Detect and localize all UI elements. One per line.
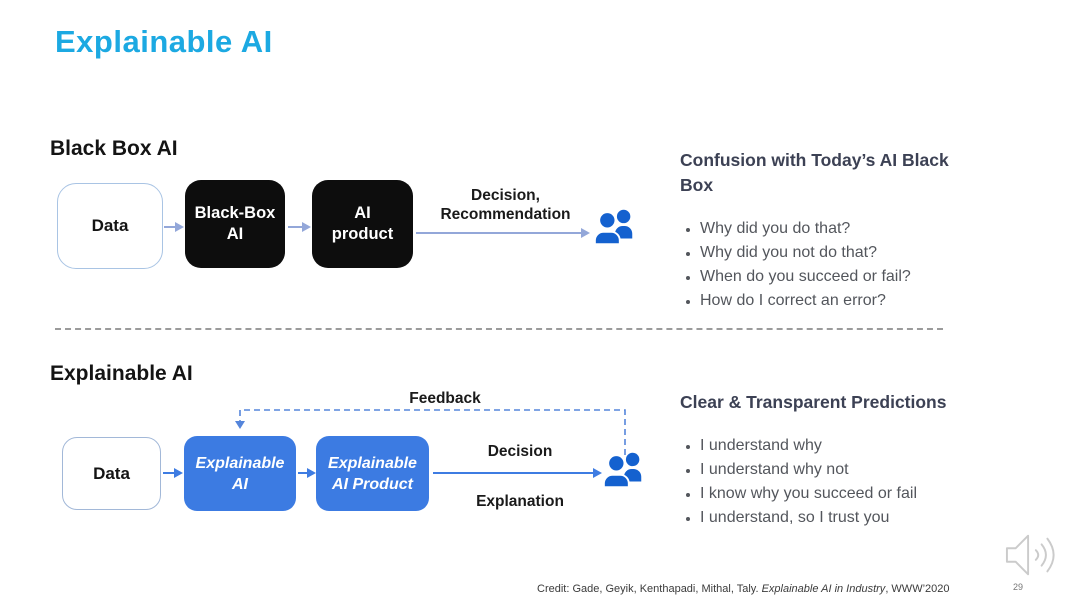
- arrow-xai-to-product: [298, 468, 316, 478]
- credit-line: Credit: Gade, Geyik, Kenthapadi, Mithal,…: [537, 583, 950, 595]
- list-item: I understand why not: [700, 461, 978, 478]
- ai-product-box-line1: AI: [354, 204, 371, 222]
- dashed-divider: [55, 328, 943, 330]
- feedback-label: Feedback: [409, 390, 481, 407]
- users-icon: [592, 207, 638, 247]
- feedback-dashed-arrow: [232, 402, 634, 460]
- data-box-top: Data: [57, 183, 163, 269]
- explainable-ai-product-box: Explainable AI Product: [316, 436, 429, 511]
- credit-prefix: Credit: Gade, Geyik, Kenthapadi, Mithal,…: [537, 583, 762, 595]
- explainable-section-heading: Explainable AI: [50, 362, 193, 385]
- data-box-bottom-label: Data: [93, 463, 130, 483]
- list-item: Why did you do that?: [700, 220, 978, 237]
- data-box-top-label: Data: [91, 216, 129, 235]
- credit-italic-title: Explainable AI in Industry: [761, 583, 886, 595]
- arrow-blackbox-to-product: [288, 222, 311, 232]
- page-number: 29: [1013, 582, 1024, 592]
- list-item: When do you succeed or fail?: [700, 268, 978, 285]
- explainable-ai-product-box-line2: AI Product: [332, 475, 413, 493]
- list-item: I know why you succeed or fail: [700, 485, 978, 502]
- arrow-data-to-xai: [163, 468, 183, 478]
- arrow-product-to-users: [416, 228, 590, 238]
- blackbox-ai-box: Black-Box AI: [185, 180, 285, 268]
- list-item: I understand, so I trust you: [700, 509, 978, 526]
- explainable-ai-box: Explainable AI: [184, 436, 296, 511]
- black-box-section-heading: Black Box AI: [50, 137, 178, 160]
- explanation-label: Explanation: [476, 493, 564, 510]
- predictions-panel-heading: Clear & Transparent Predictions: [680, 392, 947, 412]
- explainable-ai-box-line2: AI: [232, 475, 248, 493]
- decision-recommendation-line1: Decision,: [471, 187, 540, 204]
- users-icon: [601, 450, 647, 490]
- decision-recommendation-label: Decision, Recommendation: [418, 186, 593, 224]
- confusion-panel-list: Why did you do that? Why did you not do …: [678, 220, 978, 316]
- decision-label: Decision: [487, 443, 553, 460]
- ai-product-box-line2: product: [331, 225, 394, 243]
- arrow-data-to-blackbox: [164, 222, 184, 232]
- predictions-panel-list: I understand why I understand why not I …: [678, 437, 978, 533]
- explainable-ai-product-box-line1: Explainable: [328, 454, 417, 472]
- explainable-ai-box-line1: Explainable: [195, 454, 285, 472]
- credit-suffix: , WWW’2020: [885, 583, 950, 595]
- data-box-bottom: Data: [62, 437, 161, 510]
- decision-recommendation-line2: Recommendation: [440, 206, 571, 223]
- confusion-panel-heading: Confusion with Today’s AI Black Box: [680, 150, 949, 196]
- slide-title: Explainable AI: [55, 24, 273, 59]
- blackbox-ai-box-line2: AI: [226, 225, 244, 243]
- list-item: Why did you not do that?: [700, 244, 978, 261]
- ai-product-box: AI product: [312, 180, 413, 268]
- list-item: I understand why: [700, 437, 978, 454]
- arrow-product-to-users-bottom: [433, 468, 602, 478]
- speaker-icon[interactable]: [1000, 529, 1062, 581]
- list-item: How do I correct an error?: [700, 292, 978, 309]
- blackbox-ai-box-line1: Black-Box: [194, 204, 276, 222]
